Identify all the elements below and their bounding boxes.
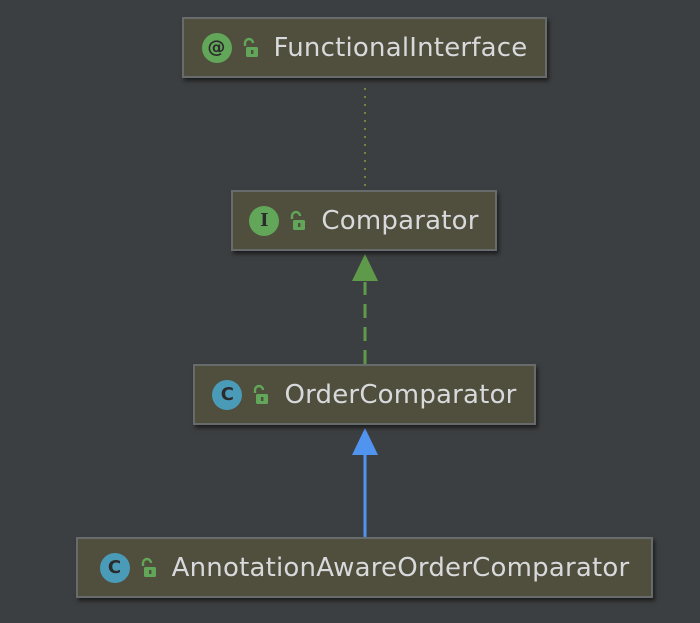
unlocked-lock-icon xyxy=(141,557,156,577)
node-label: OrderComparator xyxy=(284,379,517,410)
unlocked-lock-icon xyxy=(254,384,269,404)
node-label: AnnotationAwareOrderComparator xyxy=(171,552,630,583)
class-icon: C xyxy=(99,552,130,583)
node-functional-interface[interactable]: @ FunctionalInterface xyxy=(182,17,547,78)
unlocked-lock-icon xyxy=(243,37,258,57)
unlocked-lock-icon xyxy=(291,210,306,230)
node-label: Comparator xyxy=(321,205,479,236)
node-label: FunctionalInterface xyxy=(273,32,528,63)
extends-arrowhead xyxy=(352,428,378,455)
interface-icon: I xyxy=(249,205,280,236)
class-icon: C xyxy=(212,379,243,410)
node-comparator[interactable]: I Comparator xyxy=(231,190,497,251)
node-annotation-aware-order-comparator[interactable]: C AnnotationAwareOrderComparator xyxy=(76,537,653,598)
implements-arrowhead xyxy=(352,254,378,281)
annotation-icon: @ xyxy=(201,32,232,63)
node-order-comparator[interactable]: C OrderComparator xyxy=(193,364,536,425)
